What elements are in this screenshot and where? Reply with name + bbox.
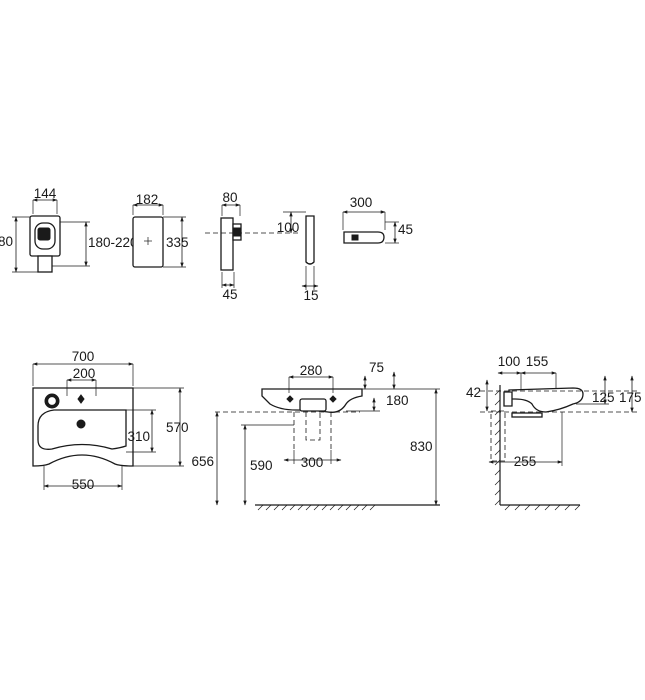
basin-plan-view: [32, 362, 184, 490]
bracket-component: [205, 203, 306, 288]
plate-width-label: 182: [136, 192, 159, 207]
front-lip-label: 180: [386, 393, 409, 408]
basin-front-view: [215, 371, 440, 511]
front-rim-label: 75: [369, 360, 384, 375]
bracket-base-label: 45: [222, 287, 237, 302]
bracket-offset-label: 100: [277, 220, 300, 235]
side-175-label: 175: [619, 390, 642, 405]
trap-offset-label: 180-220: [88, 235, 138, 250]
front-656-label: 656: [191, 454, 214, 469]
grab-rail-component: [342, 210, 399, 244]
trap-width-label: 144: [34, 186, 57, 201]
bracket-depth-label: 80: [222, 190, 237, 205]
plan-tap-label: 200: [73, 366, 96, 381]
side-155-label: 155: [526, 354, 549, 369]
front-fixing-label: 280: [300, 363, 323, 378]
trap-height-label: 280: [0, 234, 13, 249]
plan-depth-label: 570: [166, 420, 189, 435]
plate-component: [132, 203, 186, 268]
side-projection-label: 255: [514, 454, 537, 469]
panel-thickness-label: 15: [303, 288, 318, 303]
plan-bowl-label: 310: [127, 429, 150, 444]
front-trap-label: 300: [301, 455, 324, 470]
basin-side-view: [480, 371, 640, 511]
grab-rail-length-label: 300: [350, 195, 373, 210]
front-590-label: 590: [250, 458, 273, 473]
panel-component: [301, 215, 319, 290]
plan-width-label: 700: [72, 349, 95, 364]
side-100-label: 100: [498, 354, 521, 369]
side-125-label: 125: [592, 390, 615, 405]
plan-inner-label: 550: [72, 477, 95, 492]
side-42-label: 42: [466, 385, 481, 400]
grab-rail-height-label: 45: [398, 222, 413, 237]
plate-height-label: 335: [166, 235, 189, 250]
front-830-label: 830: [410, 439, 433, 454]
trap-component: [12, 198, 90, 273]
